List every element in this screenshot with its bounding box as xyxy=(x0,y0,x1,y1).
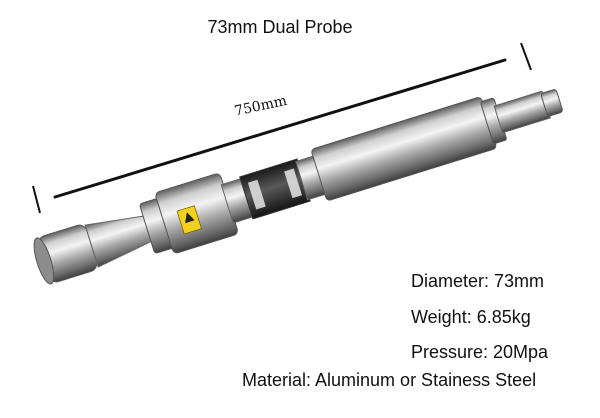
spec-diameter: Diameter: 73mm xyxy=(411,271,545,291)
spec-pressure: Pressure: 20Mpa xyxy=(411,342,549,362)
spec-material: Material: Aluminum or Stainess Steel xyxy=(242,370,537,390)
page-title: 73mm Dual Probe xyxy=(207,17,353,37)
spec-weight: Weight: 6.85kg xyxy=(411,307,531,327)
dimension-line xyxy=(32,42,532,214)
probe-body xyxy=(33,89,563,285)
